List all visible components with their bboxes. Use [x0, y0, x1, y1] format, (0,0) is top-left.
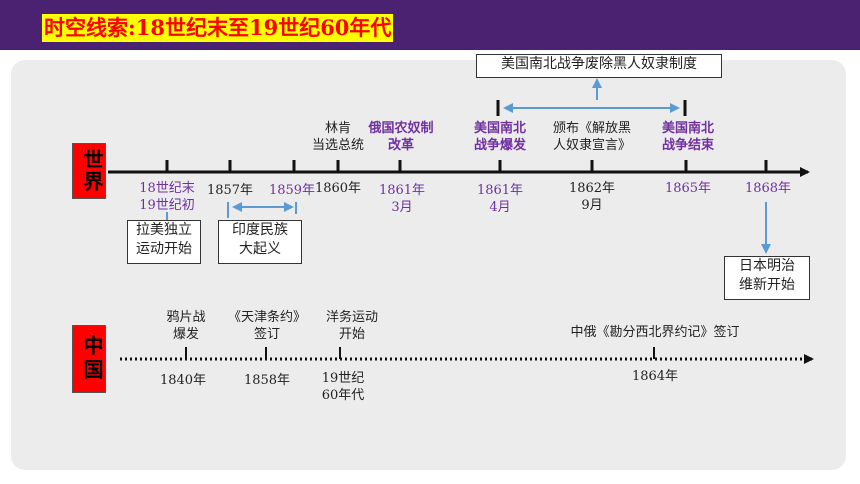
timeline-panel: [11, 60, 846, 470]
date-1860s: 19世纪 60年代: [321, 371, 365, 403]
world-ticks: [165, 160, 768, 172]
latam-independence-box: 拉美独立 运动开始: [127, 220, 201, 264]
page-title: 时空线索:18世纪末至19世纪60年代: [42, 14, 394, 42]
india-uprising-box: 印度民族 大起义: [218, 220, 302, 264]
event-civil-war-end: 美国南北 战争结束: [661, 121, 714, 153]
meiji-restoration-box: 日本明治 维新开始: [724, 256, 810, 300]
date-1868: 1868年: [744, 181, 792, 196]
event-tianjin-treaty: 《天津条约》 签订: [227, 310, 306, 342]
china-ticks: [185, 347, 655, 359]
event-emancipation: 颁布《解放黑 人奴隶宣言》: [552, 121, 631, 153]
date-1857: 1857年: [206, 183, 254, 198]
world-label: 世界: [72, 143, 106, 199]
event-opium-war: 鸦片战 爆发: [166, 310, 206, 342]
event-civil-war-start: 美国南北 战争爆发: [473, 121, 526, 153]
date-1862-9: 1862年 9月: [568, 181, 616, 213]
date-1860: 1860年: [314, 181, 362, 196]
date-1864: 1864年: [631, 369, 679, 384]
date-18c-end: 18世纪末 19世纪初: [139, 181, 195, 213]
date-1865: 1865年: [664, 181, 712, 196]
date-1861-3: 1861年 3月: [378, 183, 426, 215]
event-sino-russian-treaty: 中俄《勘分西北界约记》签订: [570, 325, 740, 340]
abolition-box: 美国南北战争废除黑人奴隶制度: [476, 54, 722, 78]
date-1840: 1840年: [159, 373, 207, 388]
date-1859: 1859年: [268, 183, 316, 198]
china-label: 中国: [72, 325, 106, 393]
date-1858: 1858年: [243, 373, 291, 388]
event-russia-reform: 俄国农奴制 改革: [368, 121, 434, 153]
event-self-strengthening: 洋务运动 开始: [325, 310, 378, 342]
date-1861-4: 1861年 4月: [476, 183, 524, 215]
event-lincoln: 林肯 当选总统: [311, 121, 364, 153]
